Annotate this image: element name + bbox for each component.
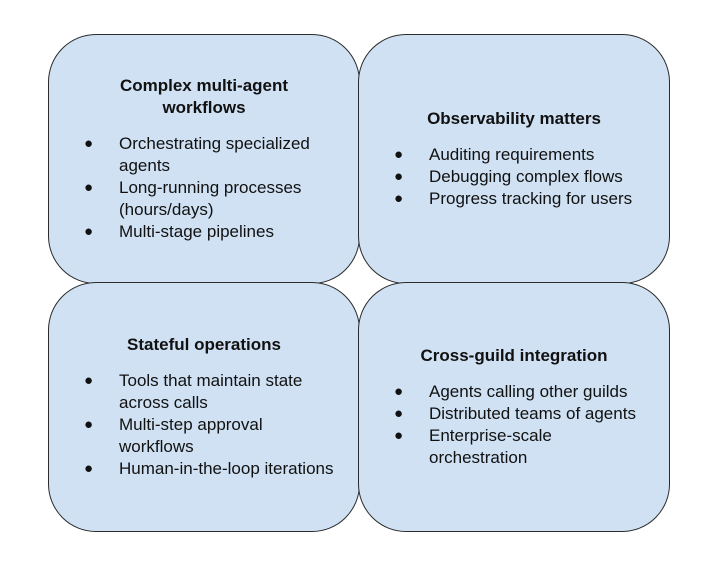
list-item: ● Multi-stage pipelines — [84, 221, 339, 243]
list-item: ● Tools that maintain state across calls — [84, 370, 339, 414]
bullet-icon: ● — [84, 135, 94, 152]
card-complex-multi-agent-workflows: Complex multi-agent workflows ● Orchestra… — [48, 34, 360, 284]
list-item: ● Debugging complex flows — [394, 166, 649, 188]
list-item: ● Long-running processes (hours/days) — [84, 177, 339, 221]
list-item: ● Enterprise-scale orchestration — [394, 425, 649, 469]
list-item-text: Progress tracking for users — [429, 189, 633, 208]
list-item-text: Tools that maintain state across calls — [119, 371, 303, 412]
list-item: ● Progress tracking for users — [394, 188, 649, 210]
list-item-text: Enterprise-scale orchestration — [429, 426, 552, 467]
bullet-icon: ● — [394, 383, 404, 400]
card-bullet-list: ● Agents calling other guilds ● Distribute… — [359, 381, 669, 469]
bullet-icon: ● — [84, 372, 94, 389]
card-bullet-list: ● Orchestrating specialized agents ● Long-… — [49, 133, 359, 243]
bullet-icon: ● — [394, 427, 404, 444]
bullet-icon: ● — [84, 179, 94, 196]
list-item: ● Distributed teams of agents — [394, 403, 649, 425]
bullet-icon: ● — [394, 405, 404, 422]
list-item-text: Agents calling other guilds — [429, 382, 628, 401]
card-cross-guild-integration: Cross-guild integration ● Agents calling … — [358, 282, 670, 532]
card-bullet-list: ●Tools that maintain state across calls … — [49, 370, 359, 480]
bullet-icon: ● — [84, 460, 94, 477]
card-stateful-operations: Stateful operations ● Tools that maintain… — [48, 282, 360, 532]
list-item: ● Auditing requirements — [394, 144, 649, 166]
list-item-text: Debugging complex flows — [429, 167, 623, 186]
list-item: ● Human-in-the-loop iterations — [84, 458, 339, 480]
card-title: Complex multi-agent workflows — [119, 76, 289, 117]
bullet-icon: ● — [394, 190, 404, 207]
card-title: Observability matters — [427, 109, 601, 128]
list-item-text: Long-running processes (hours/days) — [119, 178, 302, 219]
list-item-text: Orchestrating specialized agents — [119, 134, 310, 175]
bullet-icon: ● — [84, 223, 94, 240]
card-bullet-list: ● Auditing requirements ● Debugging comple… — [359, 144, 669, 210]
bullet-icon: ● — [84, 416, 94, 433]
list-item-text: Auditing requirements — [429, 145, 595, 164]
list-item-text: Human-in-the-loop iterations — [119, 459, 334, 478]
list-item: ● Multi-step approval workflows — [84, 414, 339, 458]
list-item: ● Orchestrating specialized agents — [84, 133, 339, 177]
bullet-icon: ● — [394, 168, 404, 185]
card-title: Cross-guild integration — [420, 346, 608, 365]
list-item-text: Distributed teams of agents — [429, 404, 636, 423]
list-item-text: Multi-step approval workflows — [119, 415, 263, 456]
list-item: ● Agents calling other guilds — [394, 381, 649, 403]
card-observability-matters: Observability matters ● Auditing requirem… — [358, 34, 670, 284]
bullet-icon: ● — [394, 146, 404, 163]
list-item-text: Multi-stage pipelines — [119, 222, 274, 241]
card-title: Stateful operations — [127, 335, 281, 354]
